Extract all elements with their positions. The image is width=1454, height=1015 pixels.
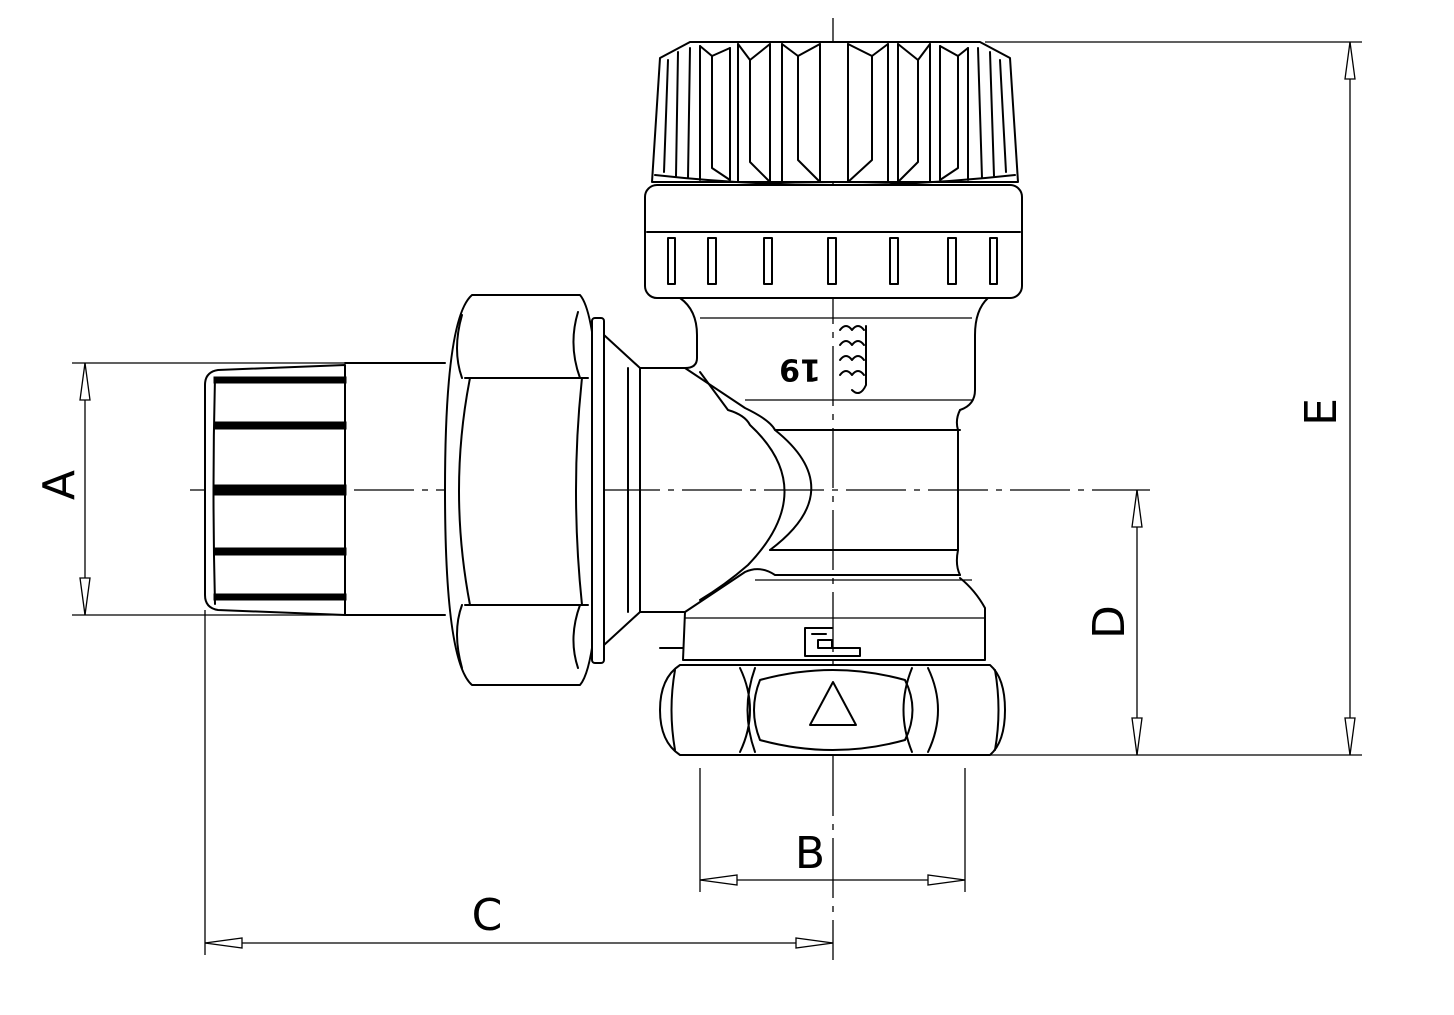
dimension-e-label: E xyxy=(1296,398,1347,426)
union-tailpiece xyxy=(204,362,446,616)
dimension-c-label: C xyxy=(472,890,503,941)
dimension-d: D xyxy=(1084,489,1143,756)
bottom-hex-nut xyxy=(659,664,1006,756)
union-hex-nut xyxy=(444,294,605,686)
dimension-b: B xyxy=(699,768,966,892)
dimension-a: A xyxy=(34,362,345,616)
knurled-cap xyxy=(651,41,1019,186)
dimension-d-label: D xyxy=(1084,605,1135,639)
setting-ring xyxy=(644,184,1023,299)
body-marking: 19 xyxy=(779,352,821,387)
spring-symbol xyxy=(839,325,867,395)
brand-symbol xyxy=(804,627,861,657)
dimension-e: E xyxy=(985,41,1362,756)
dimension-c: C xyxy=(204,610,834,955)
dimension-b-label: B xyxy=(795,828,825,879)
dimension-a-label: A xyxy=(34,470,85,500)
valve-body xyxy=(657,297,989,661)
